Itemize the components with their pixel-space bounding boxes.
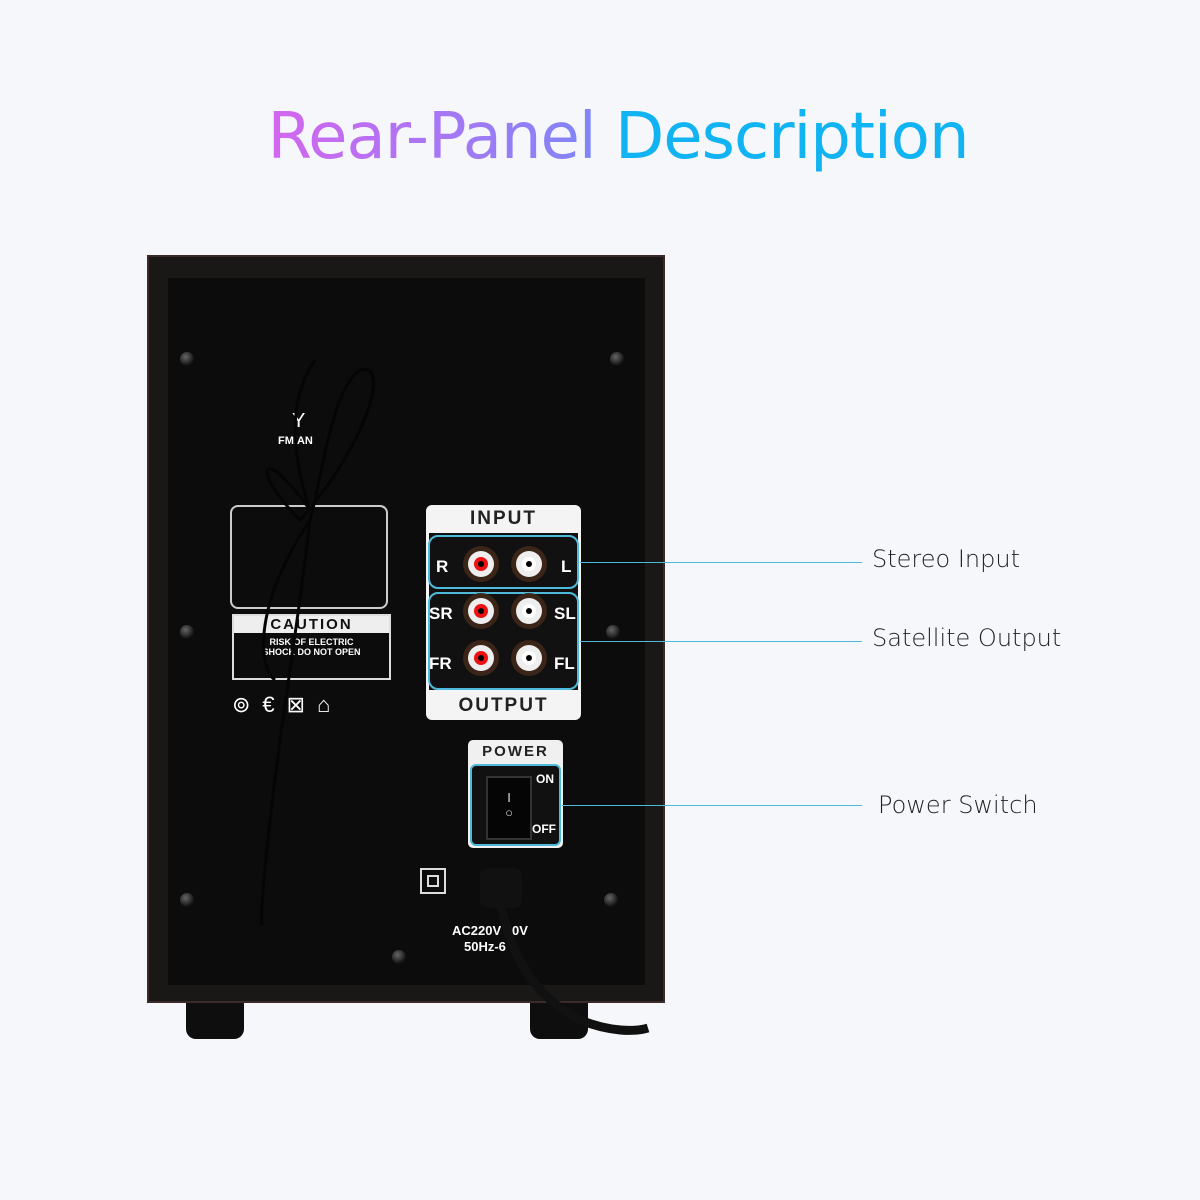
screw-icon [180, 352, 194, 366]
screw-icon [180, 625, 194, 639]
jack-fl-output[interactable] [511, 640, 547, 676]
jack-label-l: L [561, 557, 572, 576]
jack-sr-output[interactable] [463, 593, 499, 629]
frequency-label: 50Hz-6 [464, 939, 506, 954]
callout-stereo-input: Stereo Input [872, 545, 1020, 573]
page-title: Rear-Panel Description [0, 100, 1200, 174]
output-header: OUTPUT [458, 695, 549, 716]
satellite-output-group [428, 592, 579, 690]
stereo-input-group [428, 535, 579, 589]
jack-label-fr: FR [429, 654, 452, 673]
power-switch[interactable]: I○ [486, 776, 532, 840]
callout-line-stereo-input [580, 562, 862, 563]
antenna-wire [260, 359, 375, 926]
power-cord [480, 868, 650, 1035]
jack-label-r: R [436, 557, 449, 576]
jack-l-input[interactable] [511, 546, 547, 582]
screw-icon [606, 625, 620, 639]
power-panel: POWER I○ ON OFF [468, 740, 563, 848]
power-header: POWER [482, 743, 549, 760]
input-header: INPUT [470, 508, 537, 529]
jack-fr-output[interactable] [463, 640, 499, 676]
double-insulation-icon [420, 868, 446, 894]
jack-label-sr: SR [429, 604, 453, 623]
speaker-foot [186, 1003, 244, 1039]
certification-icons: ⊚€⊠⌂ [232, 692, 343, 717]
jack-label-fl: FL [554, 654, 575, 673]
callout-satellite-output: Satellite Output [872, 624, 1062, 652]
caution-title: CAUTION [234, 616, 389, 633]
jack-sl-output[interactable] [511, 593, 547, 629]
screw-icon [604, 893, 618, 907]
title-part2: Description [615, 100, 969, 174]
on-label: ON [536, 772, 554, 786]
screw-icon [392, 950, 406, 964]
screw-icon [180, 893, 194, 907]
title-part1: Rear-Panel [267, 100, 597, 174]
callout-line-power-switch [562, 805, 862, 806]
jack-label-sl: SL [554, 604, 576, 623]
caution-label: CAUTION RISK OF ELECTRIC SHOCK DO NOT OP… [232, 614, 391, 680]
off-label: OFF [532, 822, 556, 836]
jack-r-input[interactable] [463, 546, 499, 582]
callout-line-satellite-output [580, 641, 862, 642]
io-panel: INPUT OUTPUT R L SR SL FR FL [426, 505, 581, 720]
callout-power-switch: Power Switch [878, 791, 1038, 819]
caution-text: RISK OF ELECTRIC SHOCK DO NOT OPEN [262, 637, 361, 657]
screw-icon [610, 352, 624, 366]
